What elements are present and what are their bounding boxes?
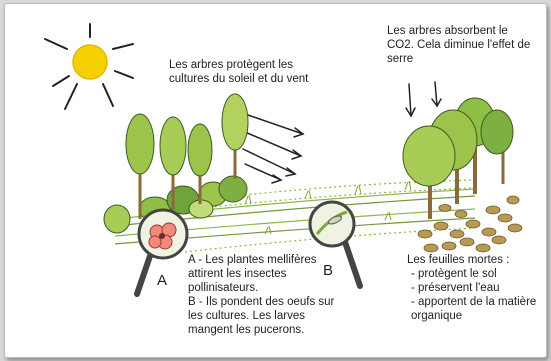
dead-leaves-item-3: - apportent de la matière organique xyxy=(407,295,539,323)
wind-arrows xyxy=(243,114,303,183)
diagram-card: Les arbres protègent les cultures du sol… xyxy=(4,3,547,358)
broadleaf-trees xyxy=(403,98,513,219)
dead-leaves xyxy=(418,196,522,252)
pollinators-note-a: A - Les plantes mellifères attirent les … xyxy=(188,253,333,295)
label-a: A xyxy=(157,272,167,289)
co2-arrows xyxy=(406,82,441,116)
dead-leaves-item-1: - protègent le sol xyxy=(407,267,539,281)
co2-note: Les arbres absorbent le CO2. Cela diminu… xyxy=(387,24,537,66)
pollinators-note-b: B - Ils pondent des oeufs sur les cultur… xyxy=(188,295,343,337)
dead-leaves-note: Les feuilles mortes : - protègent le sol… xyxy=(407,253,539,323)
sun-icon xyxy=(45,24,133,109)
sun-protection-note: Les arbres protègent les cultures du sol… xyxy=(169,58,329,86)
dead-leaves-item-2: - préservent l'eau xyxy=(407,281,539,295)
dead-leaves-title: Les feuilles mortes : xyxy=(407,253,539,267)
